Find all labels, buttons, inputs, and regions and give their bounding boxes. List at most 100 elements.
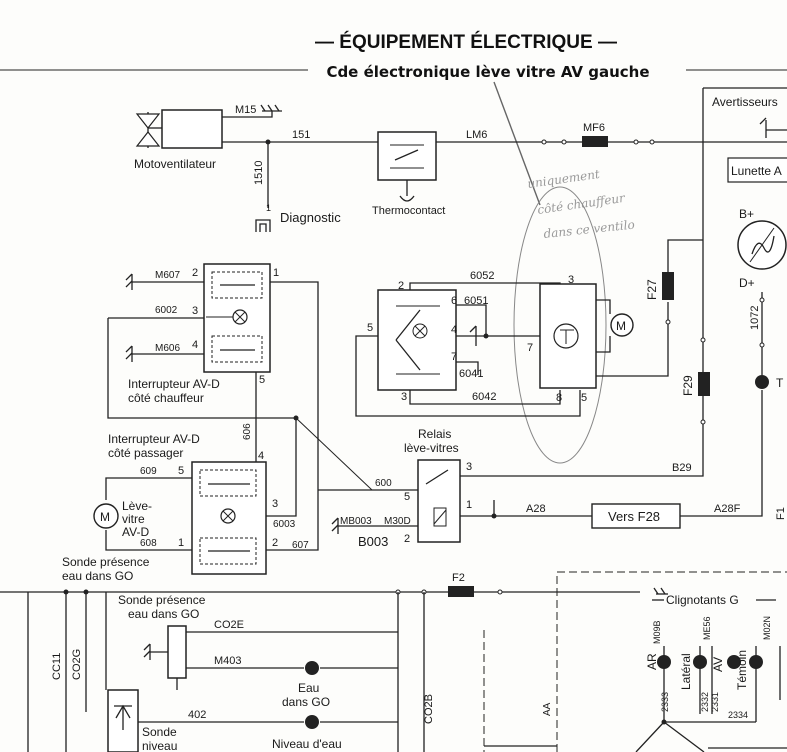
b-plus: B+ <box>739 207 754 221</box>
sw-pin4: 4 <box>451 324 457 336</box>
sw-pin7: 7 <box>451 351 457 363</box>
lamp-ar-label: AR <box>645 653 659 670</box>
ground-mb003 <box>331 517 339 534</box>
sonde-presence-2-line2: eau dans GO <box>128 607 199 621</box>
page-subtitle: Cde électronique lève vitre AV gauche <box>326 63 649 81</box>
wire-6003: 6003 <box>273 519 296 530</box>
lamp-t-label: T <box>776 376 784 390</box>
wire-mb003: MB003 <box>340 516 372 527</box>
motor-icon-module <box>610 313 634 337</box>
relay-pin2: 2 <box>404 533 410 545</box>
sonde-presence-1-line2: eau dans GO <box>62 569 133 583</box>
sw-pin2: 2 <box>398 280 404 292</box>
eau-dans-go-2: dans GO <box>282 695 330 709</box>
wire-me56: ME56 <box>702 616 712 640</box>
wire-f29: F29 <box>681 375 695 396</box>
c2-pin4: 4 <box>258 450 264 462</box>
wire-6002: 6002 <box>155 305 178 316</box>
mod-pin3: 3 <box>568 274 574 286</box>
wire-151: 151 <box>292 129 310 141</box>
wire-606: 606 <box>242 423 253 440</box>
page-title: — ÉQUIPEMENT ÉLECTRIQUE — <box>315 31 617 53</box>
sonde-niveau-2: niveau <box>142 739 177 752</box>
ground-avertisseurs <box>759 117 787 138</box>
annotation-ellipse <box>513 186 607 464</box>
wire-m02n: M02N <box>762 616 772 640</box>
wire-m09b: M09B <box>652 620 662 644</box>
fuse-f29 <box>698 372 710 396</box>
motoventilateur-label: Motoventilateur <box>134 157 216 171</box>
lamp-lateral-icon <box>693 655 707 669</box>
fuse-f2 <box>448 586 474 597</box>
wire-402: 402 <box>188 709 206 721</box>
ground-m09b <box>653 587 668 595</box>
thermocontact-label: Thermocontact <box>372 205 445 217</box>
ground-center <box>469 325 477 346</box>
wire-aa: AA <box>542 702 553 716</box>
handwritten-note-line3: dans ce ventilo <box>543 217 635 240</box>
lamp-temoin-icon <box>749 655 763 669</box>
switch-chauffeur <box>203 263 271 373</box>
wire-m606: M606 <box>155 343 180 354</box>
mod-pin8: 8 <box>556 392 562 404</box>
leve-vitre-2: vitre <box>122 512 145 526</box>
wire-6041: 6041 <box>459 368 483 380</box>
sonde-presence-block <box>150 625 187 690</box>
ground-m606 <box>125 345 133 362</box>
niveau-eau-label: Niveau d'eau <box>272 737 342 751</box>
lamp-av-label: AV <box>711 657 725 672</box>
d-plus: D+ <box>739 276 755 290</box>
wire-a28f: A28F <box>714 503 741 515</box>
mod-pin5: 5 <box>581 392 587 404</box>
wire-f27: F27 <box>645 279 659 300</box>
c2-pin5: 5 <box>178 465 184 477</box>
wire-f1: F1 <box>775 507 787 520</box>
wire-co2g: CO2G <box>71 649 83 680</box>
wire-f2: F2 <box>452 572 465 584</box>
electronic-module <box>539 283 597 389</box>
c1-pin2: 2 <box>192 267 198 279</box>
relay-pin3: 3 <box>466 461 472 473</box>
c2-pin1: 1 <box>178 537 184 549</box>
sw-pin5: 5 <box>367 322 373 334</box>
diagnostic-connector-icon <box>255 219 271 232</box>
wire-m30d: M30D <box>384 516 411 527</box>
c1-pin5: 5 <box>259 374 265 386</box>
sonde-niveau-1: Sonde <box>142 725 177 739</box>
wire-1510: 1510 <box>253 161 265 185</box>
switch-passager <box>191 461 267 575</box>
relais-leve-vitres <box>417 459 461 543</box>
wire-lm6: LM6 <box>466 129 487 141</box>
wire-6051: 6051 <box>464 295 488 307</box>
wire-co2e: CO2E <box>214 619 244 631</box>
wire-2333: 2333 <box>660 692 670 712</box>
lamp-temoin-label: Témoin <box>735 650 749 690</box>
wire-2331: 2331 <box>710 692 720 712</box>
wire-608: 608 <box>140 538 157 549</box>
sonde-presence-2-line1: Sonde présence <box>118 593 206 607</box>
mod-pin7: 7 <box>527 342 533 354</box>
motoventilateur <box>135 109 223 149</box>
ground-sonde <box>143 643 151 660</box>
switch-chauffeur-label-2: côté chauffeur <box>128 391 204 405</box>
lamp-t-icon <box>755 375 769 389</box>
switch-chauffeur-label-1: Interrupteur AV-D <box>128 377 220 391</box>
wire-2332: 2332 <box>700 692 710 712</box>
wire-m403: M403 <box>214 655 242 667</box>
c1-pin4: 4 <box>192 339 198 351</box>
lamp-av-icon <box>727 655 741 669</box>
switch-passager-label-1: Interrupteur AV-D <box>108 432 200 446</box>
wire-607: 607 <box>292 540 309 551</box>
wire-m15: M15 <box>235 104 256 116</box>
switch-passager-label-2: côté passager <box>108 446 183 460</box>
relais-label-1: Relais <box>418 427 451 441</box>
lamp-eau-icon <box>305 661 319 675</box>
c2-pin2: 2 <box>272 537 278 549</box>
avertisseurs-label: Avertisseurs <box>712 95 778 109</box>
wire-b29: B29 <box>672 462 692 474</box>
thermocontact <box>377 131 437 202</box>
wire-6042: 6042 <box>472 391 496 403</box>
vers-f28-label: Vers F28 <box>608 509 660 524</box>
